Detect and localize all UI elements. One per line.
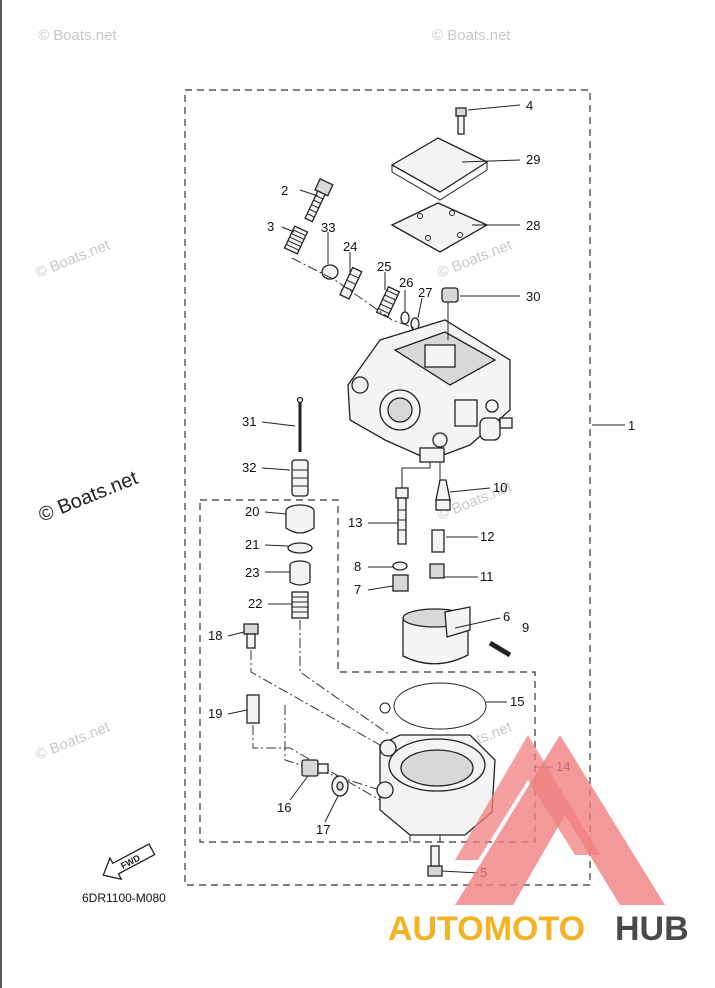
part-13-top [395,487,409,499]
callout-label: 6 [503,609,510,624]
callout-label: 3 [267,219,274,234]
callout-labels: 4 29 28 30 2 3 33 24 25 26 27 1 31 32 20… [208,98,635,880]
watermark-text: © Boats.net [33,236,113,282]
part-13-tube [397,497,407,545]
part-22-spring [291,591,309,619]
callout-label: 15 [510,694,524,709]
part-12-jet [431,529,445,553]
carburetor-body [347,319,513,463]
part-10-seat [435,499,451,511]
part-2-bolt [304,178,334,223]
callout-label: 28 [526,218,540,233]
watermark-text: © Boats.net [33,718,113,764]
part-16-bolt-head [301,759,319,777]
sleeve-axis-line [252,725,381,801]
callout-label: 4 [526,98,533,113]
callout-label: 20 [245,504,259,519]
part-25-spring [375,285,401,319]
callout-label: 21 [245,537,259,552]
callout-label: 10 [493,480,507,495]
part-24-pilot-screw [339,266,363,300]
part-26-washer [400,311,410,325]
body-leader-13 [401,462,431,488]
diagram-code: 6DR1100-M080 [82,891,166,905]
part-30-plug [441,287,459,303]
callout-label: 22 [248,596,262,611]
callout-label: 26 [399,275,413,290]
callout-label: 27 [418,285,432,300]
part-10-needle-valve [435,479,451,501]
automotohub-logo: AUTOMOTO HUB [388,735,689,948]
part-22-coils [292,596,308,613]
callout-label: 9 [522,620,529,635]
callout-label: 23 [245,565,259,580]
part-28-gasket [390,202,489,253]
callout-label: 17 [316,822,330,837]
gasket-hole [457,232,463,238]
part-13-holes [398,509,406,531]
part-11-jet [429,563,445,579]
part-21-o-ring [287,542,313,554]
callout-label: 29 [526,152,540,167]
part-5-screw-head [427,865,443,877]
callout-leaders [227,104,625,874]
callout-label: 32 [242,460,256,475]
callout-label: 1 [628,418,635,433]
part-19-sleeve [246,694,260,724]
callout-label: 2 [281,183,288,198]
gasket-hole [449,210,455,216]
screw-axis-line [250,650,381,746]
callout-label: 25 [377,259,391,274]
throttle-body-frame [199,499,536,843]
part-15-tab [379,702,391,714]
part-18-screw [246,633,256,649]
fwd-arrow-icon: FWD [102,843,156,881]
part-15-gasket [393,682,487,730]
part-3-spring [283,225,309,255]
callout-label: 11 [480,569,494,584]
pilot-axis-line [291,257,421,331]
callout-label: 33 [321,220,335,235]
watermark-text: © Boats.net [432,27,511,44]
part-18-screw-head [243,623,259,635]
part-5-screw [430,845,440,867]
callout-label: 18 [208,628,222,643]
throttle-axis-line [284,705,381,791]
gasket-hole [417,213,423,219]
part-29-cover [390,137,489,193]
part-6-float-arm [444,606,471,638]
callout-label: 24 [343,239,357,254]
callout-label: 30 [526,289,540,304]
callout-label: 19 [208,706,222,721]
brand-part-1: AUTOMOTO [388,910,585,948]
part-31-needle-clip [296,396,304,404]
outer-assembly-frame [184,89,591,886]
brand-part-2: HUB [615,910,689,948]
part-23-body [289,565,311,586]
part-20-cap [285,511,315,534]
callout-label: 7 [354,582,361,597]
plunger-axis-line [299,620,391,736]
callout-label: 12 [480,529,494,544]
callout-label: 13 [348,515,362,530]
watermark-text: © Boats.net [38,27,117,44]
callout-label: 31 [242,414,256,429]
part-8-o-ring [392,561,408,571]
part-14-float-bowl [376,734,496,842]
part-29-cover-edge [391,162,488,201]
part-4-screw-head [455,107,467,117]
gasket-hole [425,235,431,241]
part-9-pin [488,640,512,658]
part-4-screw-shank [457,115,465,135]
part-32-ribs [292,469,308,487]
part-7-plug [392,574,409,592]
part-16-bolt [317,763,329,774]
callout-label: 8 [354,559,361,574]
part-17-washer-hole [336,781,344,791]
callout-label: 16 [277,800,291,815]
watermark-text: © Boats.net [36,467,142,527]
